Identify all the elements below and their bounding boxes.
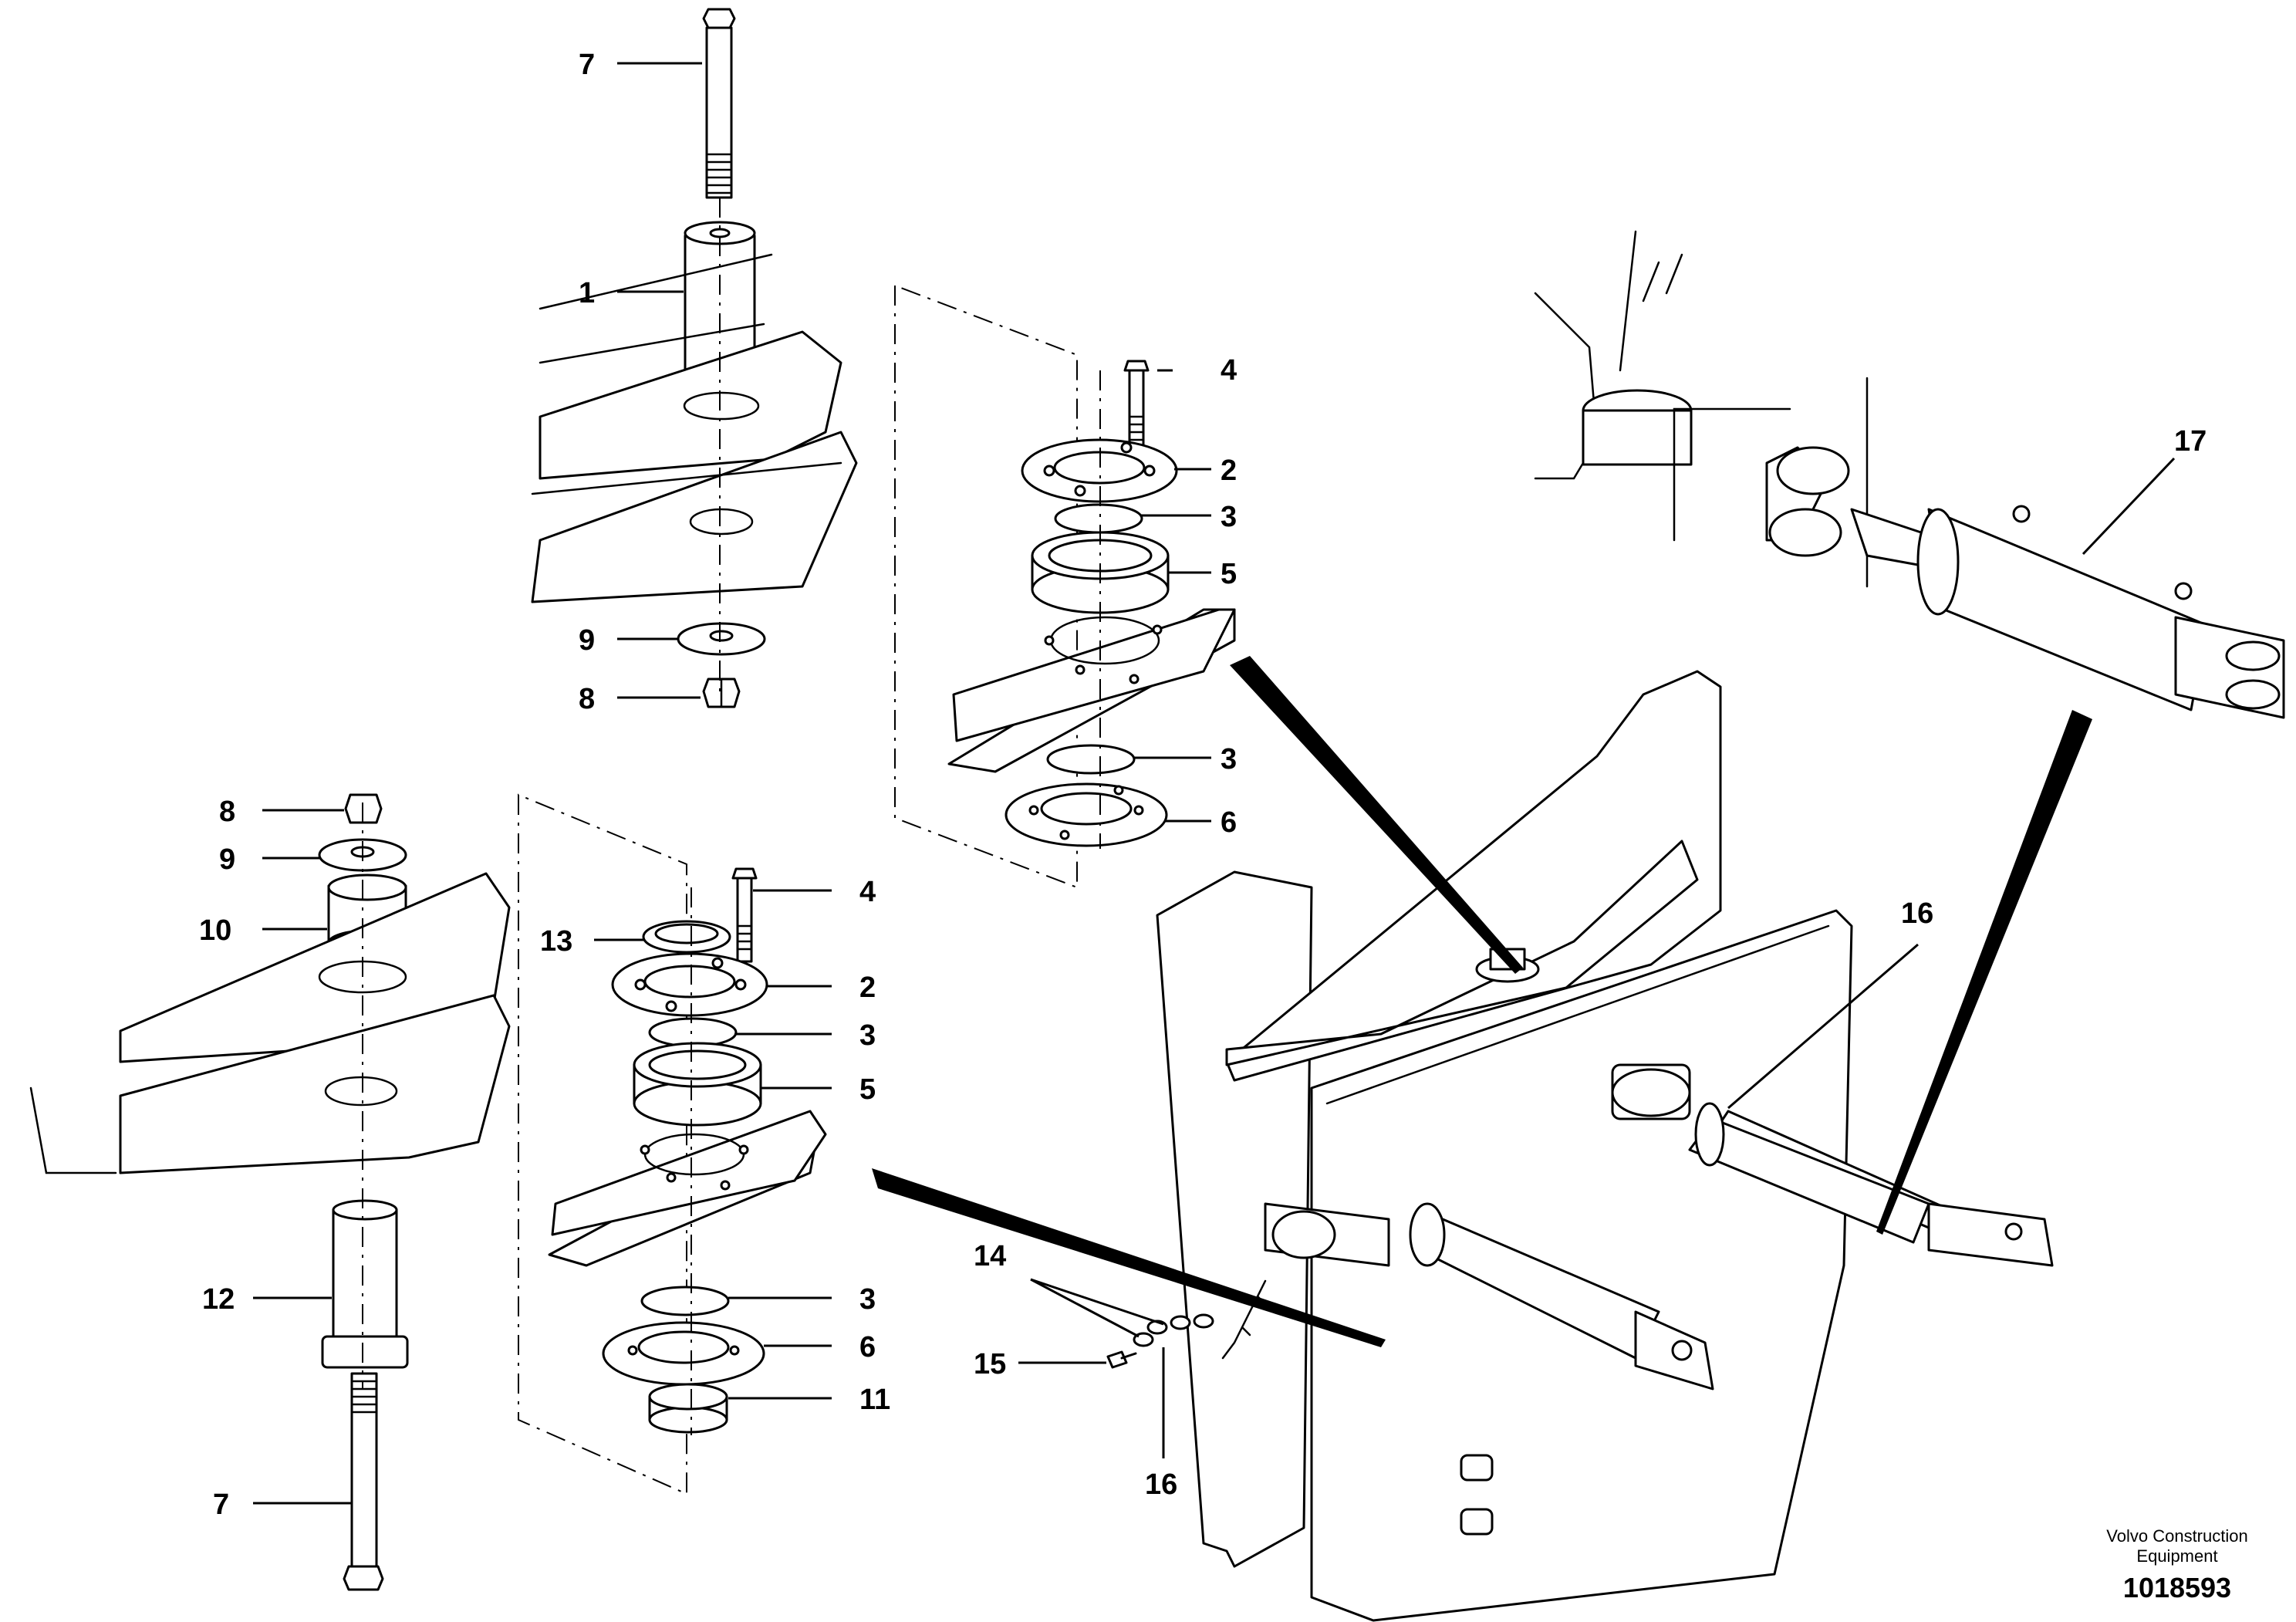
callout-4-lower: 4 bbox=[859, 876, 876, 908]
callout-4-upper: 4 bbox=[1221, 354, 1237, 387]
callout-3-upper-b: 3 bbox=[1221, 743, 1237, 776]
flange-2-lower bbox=[611, 952, 768, 1017]
callout-16-upper: 16 bbox=[1901, 897, 1933, 930]
cylinder-17-detail bbox=[1534, 230, 2285, 719]
machine-frame-assembly bbox=[1156, 670, 2054, 1622]
callout-9-upper: 9 bbox=[579, 624, 595, 657]
bracket-plate-lower bbox=[548, 1110, 827, 1267]
flange-6-lower bbox=[602, 1321, 765, 1386]
callout-3-upper-a: 3 bbox=[1221, 501, 1237, 533]
ring-3-upper-a bbox=[1054, 503, 1143, 534]
callout-17: 17 bbox=[2174, 425, 2207, 458]
callout-10: 10 bbox=[199, 914, 231, 947]
callout-1: 1 bbox=[579, 277, 595, 309]
callout-16-lower: 16 bbox=[1145, 1468, 1177, 1501]
callout-6-upper: 6 bbox=[1221, 806, 1237, 839]
document-number: 1018593 bbox=[2123, 1572, 2231, 1603]
frame-plate-upper bbox=[531, 253, 858, 603]
callout-8-lower: 8 bbox=[219, 796, 235, 828]
pin-12 bbox=[321, 1199, 409, 1369]
bracket-plate-upper bbox=[947, 608, 1236, 773]
washer-upper bbox=[677, 622, 766, 656]
callout-11: 11 bbox=[859, 1384, 890, 1416]
ring-3-upper-b bbox=[1046, 744, 1136, 775]
seal-13 bbox=[642, 920, 731, 954]
pointer-wedge-lower bbox=[872, 1168, 1386, 1347]
callout-7-top: 7 bbox=[579, 49, 595, 81]
callout-5-upper: 5 bbox=[1221, 558, 1237, 590]
callout-2-upper: 2 bbox=[1221, 454, 1237, 487]
flange-6-upper bbox=[1004, 782, 1168, 847]
diagram-credit: Volvo Construction Equipment 1018593 bbox=[2106, 1526, 2247, 1603]
bearing-5-lower bbox=[633, 1042, 762, 1127]
credit-line-1: Volvo Construction bbox=[2106, 1526, 2247, 1546]
screw-15 bbox=[1106, 1350, 1128, 1369]
lower-hinge-assembly bbox=[29, 793, 511, 1591]
callout-3-lower-b: 3 bbox=[859, 1283, 876, 1316]
callout-14: 14 bbox=[974, 1240, 1006, 1272]
callout-5-lower: 5 bbox=[859, 1073, 876, 1106]
upper-bearing-stack bbox=[894, 284, 1236, 889]
bolt-4-lower bbox=[731, 867, 758, 963]
callout-13: 13 bbox=[540, 925, 572, 958]
cylinder-17 bbox=[1765, 446, 2285, 719]
pointer-wedge-right bbox=[1876, 710, 2092, 1235]
frame-plate-lower bbox=[29, 872, 511, 1174]
bolt-upper bbox=[702, 8, 736, 199]
flange-2-upper bbox=[1021, 438, 1178, 503]
callout-9-lower: 9 bbox=[219, 843, 235, 876]
callout-15: 15 bbox=[974, 1348, 1006, 1380]
callout-labels: 7 1 4 2 3 5 9 8 3 6 8 9 10 13 4 2 3 5 12… bbox=[199, 49, 2207, 1521]
bracket-clevis bbox=[1582, 253, 1693, 466]
bolt-lower bbox=[343, 1372, 384, 1591]
upper-hinge-assembly bbox=[531, 8, 858, 708]
callout-6-lower: 6 bbox=[859, 1331, 876, 1363]
callout-8-upper: 8 bbox=[579, 683, 595, 715]
callout-2-lower: 2 bbox=[859, 972, 876, 1004]
callout-7-bottom: 7 bbox=[213, 1489, 229, 1521]
pointer-wedge-upper bbox=[1230, 656, 1523, 974]
machine-cylinder-upper bbox=[1611, 1063, 2054, 1267]
machine-cylinder-lower bbox=[1264, 1202, 1714, 1391]
callout-3-lower-a: 3 bbox=[859, 1019, 876, 1052]
callout-12: 12 bbox=[202, 1283, 235, 1316]
seal-11 bbox=[648, 1383, 728, 1434]
bolt-4-upper bbox=[1123, 360, 1150, 449]
lower-bearing-stack bbox=[518, 793, 827, 1495]
nut-upper bbox=[702, 678, 741, 708]
leader-lines bbox=[253, 62, 2176, 1505]
credit-line-2: Equipment bbox=[2136, 1546, 2217, 1566]
ring-3-lower-b bbox=[640, 1286, 730, 1316]
